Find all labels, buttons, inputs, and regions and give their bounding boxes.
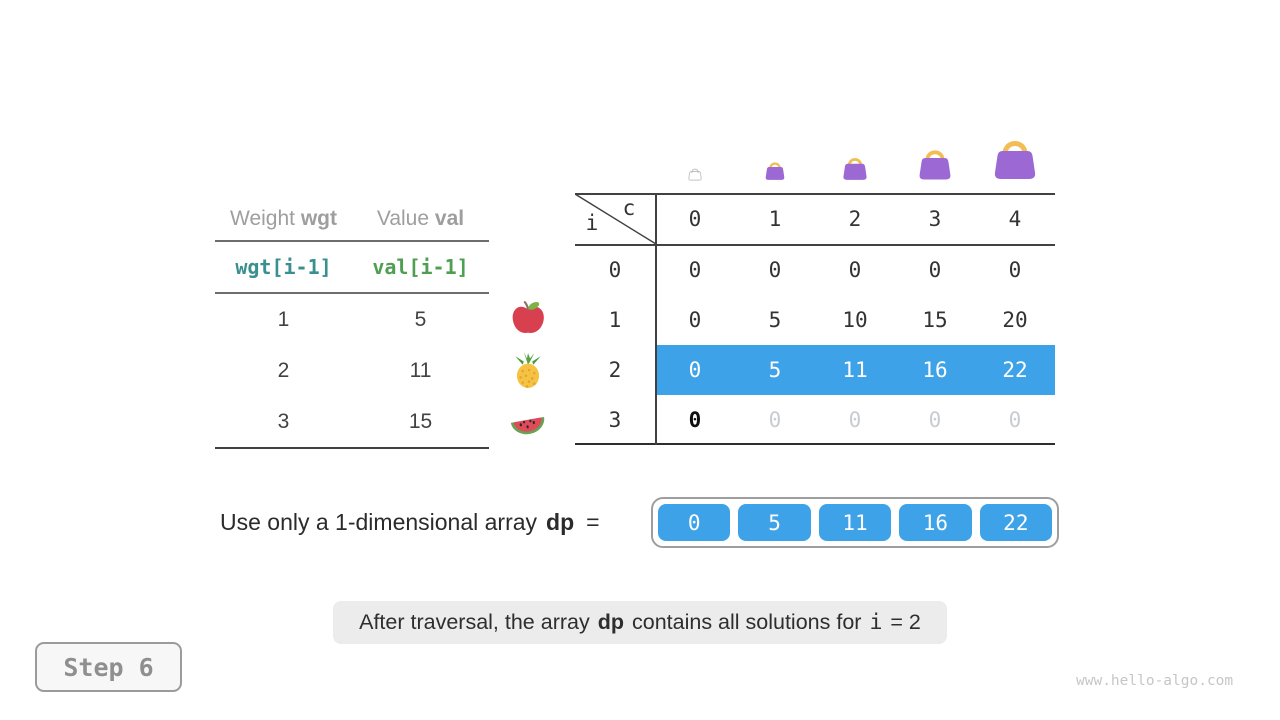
corner-diagonal-line [575, 193, 657, 245]
dp-cell: 0 [768, 258, 782, 282]
dp-row-values: 0 5 10 15 20 [655, 295, 1055, 345]
value-header-code: val [434, 207, 465, 230]
dp-array-cell: 5 [738, 504, 811, 541]
equals-sign: = [586, 509, 600, 535]
row-label: 0 [608, 258, 622, 282]
dp-row-0: 0 0 0 0 0 0 [575, 245, 1055, 295]
dp-row-values: 0 0 0 0 0 [655, 395, 1055, 445]
col-header: 4 [1008, 207, 1022, 231]
value-header-label: Value [376, 207, 430, 230]
items-table-header: Weight wgt Value val [215, 198, 489, 240]
dp-row-values-highlighted: 0 5 11 16 22 [655, 345, 1055, 395]
dp-cell: 0 [688, 308, 702, 332]
dp-cell: 0 [848, 408, 862, 432]
item-row-1: 1 5 [215, 294, 489, 345]
dp-table-top-border [575, 193, 1055, 195]
value-column-header: Value val [352, 207, 489, 231]
row-label: 2 [608, 358, 622, 382]
caption-part2: contains all solutions for [631, 610, 862, 634]
dp-table-header-divider [575, 244, 1055, 246]
dp-row-values: 0 0 0 0 0 [655, 245, 1055, 295]
dp-variable: dp [546, 509, 575, 535]
col-header: 1 [768, 207, 782, 231]
apple-icon [512, 301, 544, 334]
item-weight: 1 [277, 307, 290, 331]
watermelon-icon [510, 416, 545, 435]
dp-cell: 16 [922, 358, 948, 382]
items-table: Weight wgt Value val wgt[i-1] val[i-1] 1… [215, 198, 489, 449]
col-header: 3 [928, 207, 942, 231]
array-description: Use only a 1-dimensional array dp = [220, 509, 600, 536]
row-label: 1 [608, 308, 622, 332]
dp-array-cell: 22 [979, 504, 1053, 541]
dp-cell: 0 [688, 358, 702, 382]
weight-formula: wgt[i-1] [235, 255, 332, 279]
item-weight: 3 [277, 409, 290, 433]
item-value: 5 [414, 307, 427, 331]
dp-cell: 22 [1002, 358, 1028, 382]
dp-cell: 0 [768, 408, 782, 432]
corner-row-var: i [585, 211, 599, 235]
empty-bag-icon [688, 168, 702, 181]
dp-cell: 0 [1008, 408, 1022, 432]
value-formula: val[i-1] [372, 255, 469, 279]
dp-table-bottom-border [575, 443, 1055, 446]
dp-cell: 15 [922, 308, 948, 332]
step-badge: Step 6 [35, 642, 182, 692]
caption-row: After traversal, the array dp contains a… [0, 601, 1280, 644]
dp-table-vertical-divider [655, 193, 657, 445]
array-description-text: Use only a 1-dimensional array [220, 509, 538, 535]
item-weight: 2 [277, 358, 290, 382]
col-header: 0 [688, 207, 702, 231]
dp-row-3: 3 0 0 0 0 0 [575, 395, 1055, 445]
dp-table: c i 0 1 2 3 4 0 0 0 0 0 0 1 0 5 10 [575, 193, 1055, 446]
weight-column-header: Weight wgt [215, 207, 352, 231]
dp-row-2-highlighted: 2 0 5 11 16 22 [575, 345, 1055, 395]
dp-cell: 0 [1008, 258, 1022, 282]
caption: After traversal, the array dp contains a… [333, 601, 947, 644]
weight-header-code: wgt [300, 207, 337, 230]
row-label: 3 [608, 408, 622, 432]
corner-col-var: c [622, 196, 636, 220]
weight-header-label: Weight [230, 207, 295, 230]
item-row-3: 3 15 [215, 396, 489, 447]
caption-part1: After traversal, the array [359, 610, 590, 634]
dp-array: 0 5 11 16 22 [651, 497, 1059, 548]
dp-column-headers: 0 1 2 3 4 [655, 193, 1055, 245]
dp-cell: 10 [842, 308, 868, 332]
col-header: 2 [848, 207, 862, 231]
bag-icon-xlarge [994, 141, 1036, 179]
dp-cell: 0 [928, 258, 942, 282]
dp-cell: 11 [842, 358, 868, 382]
dp-cell: 5 [768, 358, 782, 382]
dp-cell: 20 [1002, 308, 1028, 332]
dp-cell: 5 [768, 308, 782, 332]
dp-cell: 0 [688, 258, 702, 282]
item-value: 15 [408, 409, 433, 433]
header-divider [215, 240, 489, 242]
pineapple-icon [515, 352, 541, 388]
dp-row-1: 1 0 5 10 15 20 [575, 295, 1055, 345]
dp-array-cell: 11 [818, 504, 892, 541]
dp-array-cell: 16 [899, 504, 972, 541]
caption-dp-var: dp [597, 610, 624, 634]
dp-cell: 0 [928, 408, 942, 432]
formula-divider [215, 292, 489, 294]
dp-cell: 0 [688, 408, 702, 432]
formula-row: wgt[i-1] val[i-1] [215, 242, 489, 292]
bag-icon-small [765, 162, 785, 180]
bag-icon-medium [843, 158, 867, 180]
caption-index-var: i [869, 610, 883, 635]
bag-icon-large [919, 150, 951, 180]
table-bottom-border [215, 447, 489, 449]
dp-cell: 0 [848, 258, 862, 282]
watermark: www.hello-algo.com [1076, 673, 1234, 689]
item-row-2: 2 11 [215, 345, 489, 396]
item-value: 11 [409, 358, 432, 382]
dp-array-cell: 0 [658, 504, 731, 541]
caption-part3: = 2 [890, 610, 921, 634]
